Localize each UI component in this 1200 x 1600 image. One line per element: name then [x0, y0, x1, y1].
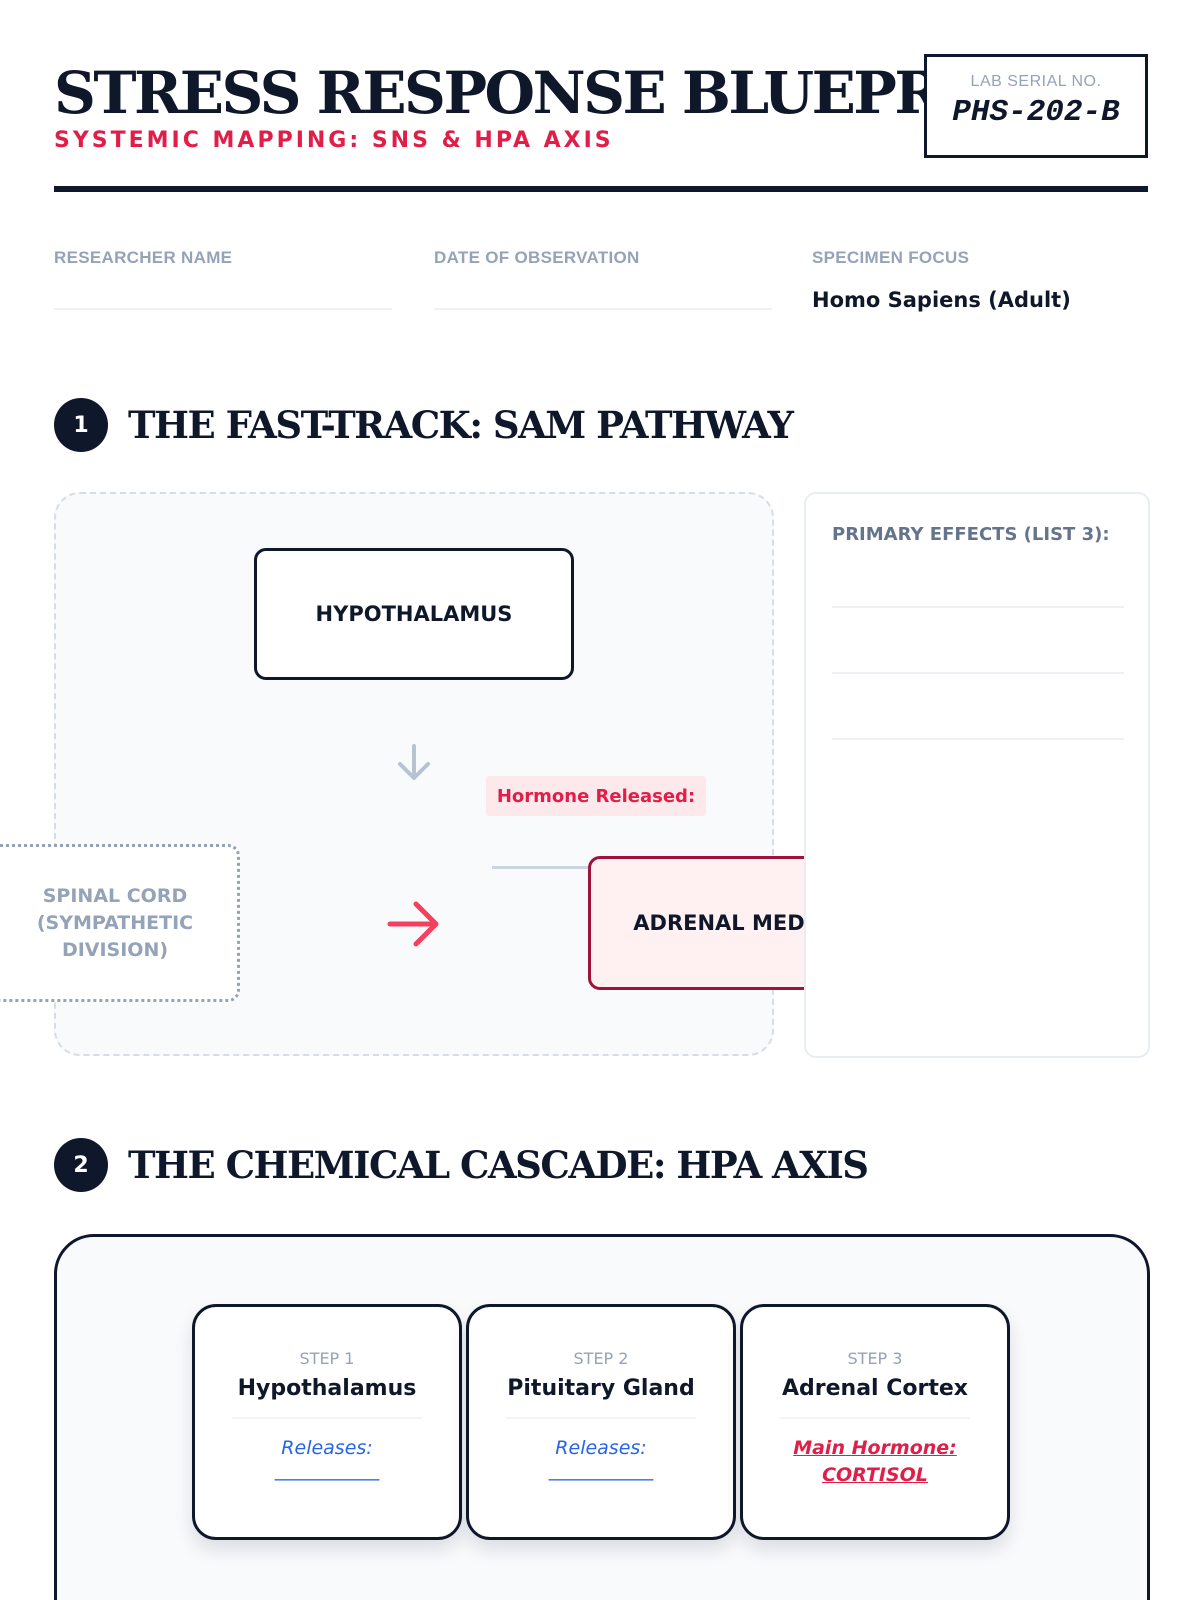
step-2-label: STEP 2 — [573, 1349, 629, 1368]
researcher-name-field: RESEARCHER NAME — [54, 248, 392, 310]
page-subtitle: SYSTEMIC MAPPING: SNS & HPA AXIS — [54, 128, 614, 153]
step-2-name: Pituitary Gland — [507, 1376, 695, 1401]
date-of-observation-label: DATE OF OBSERVATION — [434, 248, 640, 267]
step-3-hormone-label: Main Hormone: — [793, 1437, 957, 1459]
arrow-right-icon — [387, 901, 439, 947]
step-card-adrenal-cortex: STEP 3 Adrenal Cortex Main Hormone: CORT… — [740, 1304, 1010, 1540]
effect-answer-line-1[interactable] — [832, 606, 1124, 608]
step-1-divider — [232, 1417, 422, 1419]
hypothalamus-node: HYPOTHALAMUS — [254, 548, 574, 680]
step-2-answer-blank[interactable]: ___________ — [548, 1459, 654, 1481]
section-2-title: THE CHEMICAL CASCADE: HPA AXIS — [128, 1143, 869, 1187]
section-2-number: 2 — [54, 1138, 108, 1192]
step-card-pituitary: STEP 2 Pituitary Gland Releases: _______… — [466, 1304, 736, 1540]
date-of-observation-line[interactable] — [434, 308, 772, 310]
step-2-divider — [506, 1417, 696, 1419]
serial-box: LAB SERIAL NO. PHS-202-B — [924, 54, 1148, 158]
page-title: STRESS RESPONSE BLUEPRINT — [54, 59, 1058, 127]
effect-answer-line-3[interactable] — [832, 738, 1124, 740]
step-1-answer-blank[interactable]: ___________ — [274, 1459, 380, 1481]
specimen-focus-field: SPECIMEN FOCUS Homo Sapiens (Adult) — [812, 248, 1150, 312]
researcher-name-label: RESEARCHER NAME — [54, 248, 233, 267]
specimen-focus-value: Homo Sapiens (Adult) — [812, 288, 1071, 312]
section-1-number: 1 — [54, 398, 108, 452]
primary-effects-label: PRIMARY EFFECTS (LIST 3): — [832, 524, 1110, 545]
hypothalamus-node-label: HYPOTHALAMUS — [315, 602, 513, 626]
step-3-divider — [780, 1417, 970, 1419]
section-1-heading: 1 THE FAST-TRACK: SAM PATHWAY — [54, 398, 794, 452]
spinal-cord-label: SPINAL CORD — [42, 884, 188, 907]
spinal-cord-node: SPINAL CORD (SYMPATHETIC DIVISION) — [0, 844, 240, 1002]
serial-value: PHS-202-B — [952, 95, 1120, 130]
researcher-name-line[interactable] — [54, 308, 392, 310]
step-3-label: STEP 3 — [847, 1349, 903, 1368]
sympathetic-division-label: (SYMPATHETIC DIVISION) — [36, 911, 194, 961]
arrow-down-icon — [398, 744, 430, 780]
hormone-released-label: Hormone Released: — [486, 776, 706, 816]
primary-effects-panel: PRIMARY EFFECTS (LIST 3): — [804, 492, 1150, 1058]
serial-label: LAB SERIAL NO. — [970, 73, 1102, 90]
step-1-label: STEP 1 — [299, 1349, 355, 1368]
header-rule — [54, 186, 1148, 192]
specimen-focus-label: SPECIMEN FOCUS — [812, 248, 970, 267]
section-1-title: THE FAST-TRACK: SAM PATHWAY — [128, 403, 794, 447]
step-2-release-label: Releases: — [555, 1437, 647, 1459]
effect-answer-line-2[interactable] — [832, 672, 1124, 674]
step-1-release-label: Releases: — [281, 1437, 373, 1459]
date-of-observation-field: DATE OF OBSERVATION — [434, 248, 772, 310]
step-3-name: Adrenal Cortex — [782, 1376, 968, 1401]
step-card-hypothalamus: STEP 1 Hypothalamus Releases: __________… — [192, 1304, 462, 1540]
section-2-heading: 2 THE CHEMICAL CASCADE: HPA AXIS — [54, 1138, 869, 1192]
step-3-hormone-value: CORTISOL — [822, 1464, 928, 1486]
step-1-name: Hypothalamus — [237, 1376, 417, 1401]
